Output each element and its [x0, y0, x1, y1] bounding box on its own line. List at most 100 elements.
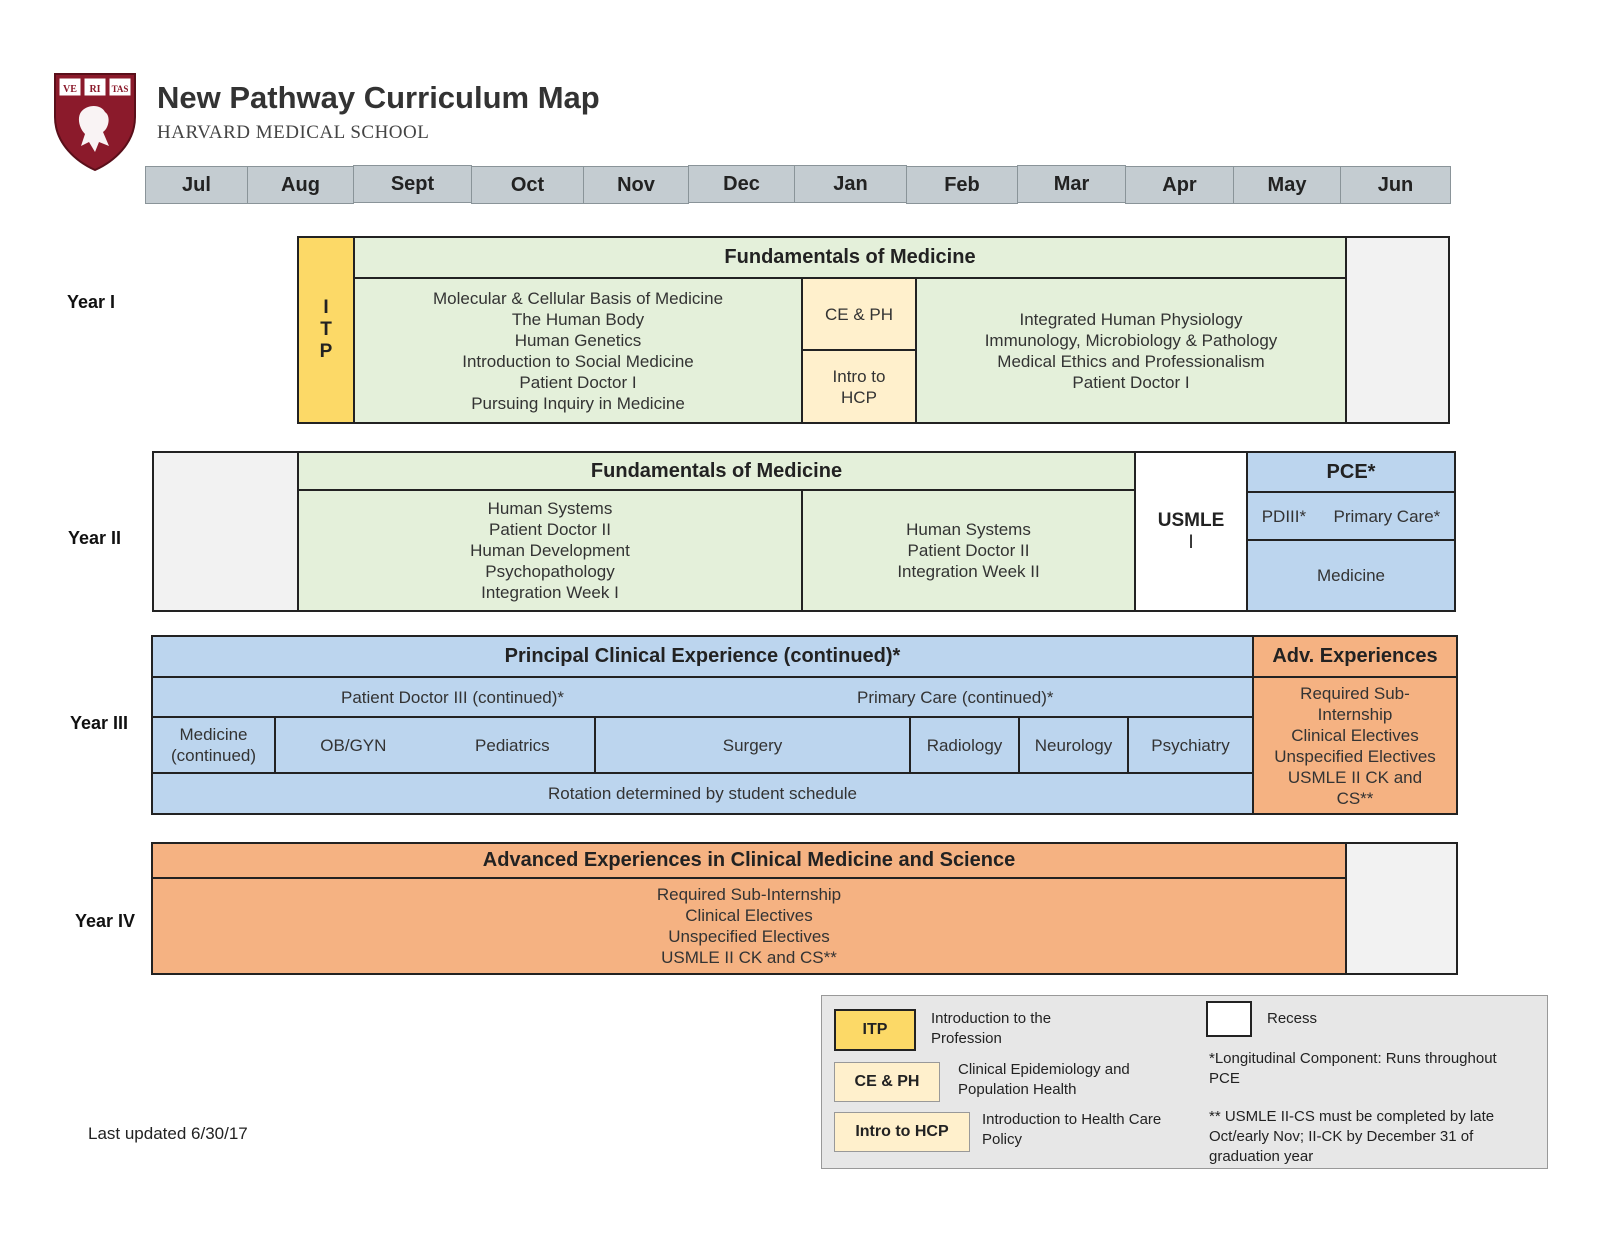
itp-letter-t: T	[320, 319, 332, 340]
year3-adv-item-4: USMLE II CK and	[1287, 767, 1423, 787]
year2-right-course-1: Patient Doctor II	[907, 541, 1030, 560]
month-oct: Oct	[471, 166, 584, 204]
year3-surgery: Surgery	[594, 716, 911, 774]
obgyn-label: OB/GYN	[320, 735, 387, 755]
intro-hcp-line-1: Intro to	[832, 366, 886, 386]
year2-left-course-4: Integration Week I	[481, 583, 619, 602]
year1-left-course-0: Molecular & Cellular Basis of Medicine	[432, 288, 724, 308]
usmle-line-1: USMLE	[1157, 509, 1225, 531]
legend-ceph-swatch: CE & PH	[834, 1062, 940, 1102]
year-4-label: Year IV	[75, 911, 136, 931]
year3-adv-item-5: CS**	[1336, 788, 1374, 808]
month-may: May	[1233, 166, 1341, 204]
year-1-label: Year I	[67, 292, 116, 312]
year1-left-course-1: The Human Body	[511, 309, 645, 329]
year3-adv-header: Adv. Experiences	[1252, 635, 1458, 678]
year3-adv-item-2: Clinical Electives	[1291, 725, 1419, 745]
shield-letters-3: TAS	[112, 84, 129, 94]
pd3-label: Patient Doctor III (continued)*	[341, 687, 565, 707]
year3-adv-item-3: Unspecified Electives	[1274, 746, 1436, 766]
year1-recess	[1345, 236, 1450, 424]
month-jan: Jan	[794, 165, 907, 203]
year3-obgyn-pediatrics: OB/GYN Pediatrics	[274, 716, 596, 774]
month-sept: Sept	[353, 165, 472, 203]
legend-itp-swatch: ITP	[834, 1009, 916, 1051]
year4-item-3: USMLE II CK and CS**	[661, 948, 837, 967]
year1-fundamentals-header: Fundamentals of Medicine	[353, 236, 1347, 279]
year1-right-course-2: Medical Ethics and Professionalism	[997, 351, 1265, 371]
year3-neurology: Neurology	[1018, 716, 1129, 774]
page-title: New Pathway Curriculum Map	[157, 80, 600, 115]
year3-longitudinal-row: Patient Doctor III (continued)* Primary …	[151, 676, 1254, 718]
year4-item-1: Clinical Electives	[685, 906, 813, 925]
year1-right-course-0: Integrated Human Physiology	[1019, 309, 1243, 329]
medicine-line-2: (continued)	[170, 746, 257, 765]
usmle-line-2: I	[1188, 531, 1194, 553]
year1-left-course-4: Patient Doctor I	[519, 372, 637, 392]
month-jul: Jul	[145, 166, 248, 204]
year2-pce-header: PCE*	[1246, 451, 1456, 493]
year3-adv-item-0: Required Sub-	[1300, 683, 1410, 703]
year4-header: Advanced Experiences in Clinical Medicin…	[151, 842, 1347, 879]
year1-left-course-3: Introduction to Social Medicine	[462, 351, 694, 371]
shield-letters-1: VE	[63, 84, 77, 95]
year4-item-0: Required Sub-Internship	[656, 885, 842, 904]
year-2-label: Year II	[68, 528, 122, 548]
year2-right-course-0: Human Systems	[906, 520, 1031, 539]
pdiii-label: PDIII*	[1261, 506, 1307, 526]
itp-letter-p: P	[319, 341, 333, 362]
year3-rotation-row: Rotation determined by student schedule	[151, 772, 1254, 815]
year3-primary-care-label: Primary Care (continued)*	[857, 687, 1054, 707]
year3-adv-item-1: Internship	[1317, 704, 1393, 724]
year4-recess	[1345, 842, 1458, 975]
legend-recess-swatch	[1206, 1001, 1252, 1037]
legend-recess-label: Recess	[1267, 1010, 1318, 1027]
itp-block: I T P	[297, 236, 355, 424]
year1-right-course-3: Patient Doctor I	[1072, 372, 1190, 392]
month-aug: Aug	[247, 166, 354, 204]
month-mar: Mar	[1017, 165, 1126, 203]
legend-note-longitudinal: *Longitudinal Component: Runs throughout…	[1209, 1050, 1497, 1087]
page-subtitle: HARVARD MEDICAL SCHOOL	[157, 122, 430, 143]
year3-pce-header: Principal Clinical Experience (continued…	[151, 635, 1254, 678]
month-feb: Feb	[906, 166, 1018, 204]
year2-recess	[152, 451, 299, 612]
year1-left-course-2: Human Genetics	[514, 330, 642, 350]
intro-hcp-line-2: HCP	[841, 387, 877, 407]
year1-right-course-1: Immunology, Microbiology & Pathology	[984, 330, 1278, 350]
year4-item-2: Unspecified Electives	[668, 927, 830, 946]
year2-pd-primary-care: PDIII* Primary Care*	[1246, 491, 1456, 541]
year3-medicine: Medicine (continued)	[151, 716, 276, 774]
year3-radiology: Radiology	[909, 716, 1020, 774]
year2-right-course-2: Integration Week II	[897, 562, 1040, 581]
month-apr: Apr	[1125, 166, 1234, 204]
last-updated: Last updated 6/30/17	[88, 1124, 248, 1143]
pediatrics-label: Pediatrics	[475, 735, 550, 755]
year2-fundamentals-header: Fundamentals of Medicine	[297, 451, 1136, 491]
year2-medicine: Medicine	[1246, 539, 1456, 612]
month-nov: Nov	[583, 166, 689, 204]
legend-note-usmle: ** USMLE II-CS must be completed by late…	[1209, 1108, 1495, 1165]
year1-left-course-5: Pursuing Inquiry in Medicine	[471, 393, 685, 413]
month-jun: Jun	[1340, 166, 1451, 204]
primary-care-label: Primary Care*	[1333, 506, 1441, 526]
year2-left-course-0: Human Systems	[487, 499, 613, 518]
medicine-line-1: Medicine	[179, 725, 248, 744]
itp-letter-i: I	[323, 297, 329, 318]
year-3-label: Year III	[70, 713, 129, 733]
month-dec: Dec	[688, 165, 795, 203]
shield-letters-2: RI	[89, 84, 100, 95]
year3-psychiatry: Psychiatry	[1127, 716, 1254, 774]
year2-left-course-3: Psychopathology	[485, 562, 615, 581]
